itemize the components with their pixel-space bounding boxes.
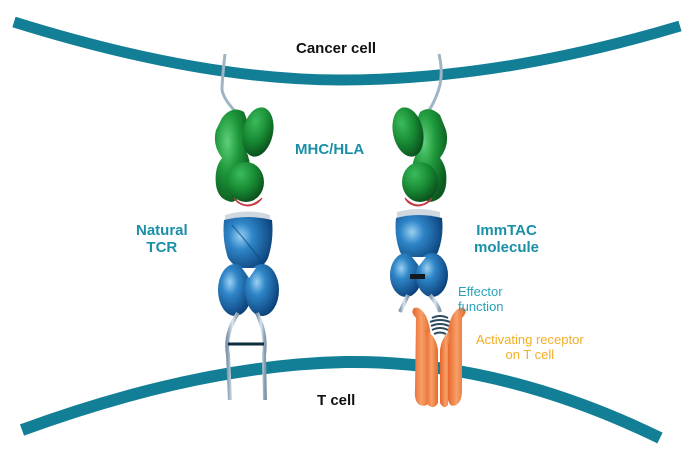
- natural-tcr-right-leg: [255, 312, 267, 401]
- immtac-right-lobe: [416, 253, 448, 297]
- immtac-gap: [412, 257, 426, 266]
- immtac-molecule: [390, 209, 451, 335]
- effector-coil: [429, 315, 451, 335]
- label-immtac: ImmTAC molecule: [474, 222, 539, 257]
- receptor-right-inner: [440, 330, 452, 408]
- label-t-cell: T cell: [317, 392, 356, 409]
- immtac-right-linker: [428, 293, 442, 313]
- right-peptide: [404, 197, 433, 207]
- activating-receptor: [412, 307, 466, 408]
- label-natural-tcr: Natural TCR: [136, 222, 188, 257]
- label-effector-function: Effector function: [458, 284, 504, 315]
- right-mhc-lower-domain: [402, 162, 438, 202]
- label-cancer-cell: Cancer cell: [296, 40, 377, 57]
- natural-tcr-left-leg: [225, 311, 240, 401]
- label-immtac-line1: ImmTAC: [476, 222, 537, 239]
- label-natural-tcr-line1: Natural: [136, 222, 188, 239]
- natural-tcr-gap: [242, 268, 256, 278]
- label-activating-receptor: Activating receptor on T cell: [476, 332, 584, 363]
- receptor-left-arm: [412, 307, 431, 406]
- label-immtac-line2: molecule: [474, 239, 540, 257]
- left-mhc-lower-domain: [228, 162, 264, 202]
- right-mhc-anchor-stalk: [426, 53, 443, 113]
- label-effector-line2: function: [458, 298, 504, 314]
- left-mhc-complex: [214, 53, 274, 207]
- right-mhc-complex: [392, 53, 448, 207]
- label-activating-line2: on T cell: [505, 346, 555, 362]
- immtac-left-stub: [398, 294, 410, 313]
- immtac-disulfide-bond: [410, 274, 425, 279]
- cancer-cell-membrane: [12, 16, 682, 86]
- receptor-right-arm: [447, 307, 466, 406]
- label-natural-tcr-line2: TCR: [146, 239, 178, 257]
- left-peptide: [233, 197, 263, 207]
- left-mhc-anchor-stalk: [220, 53, 238, 114]
- label-activating-line1: Activating receptor: [476, 332, 584, 347]
- natural-tcr-left-lobe: [218, 264, 252, 316]
- natural-tcr: [218, 211, 279, 401]
- receptor-left-inner: [425, 330, 438, 408]
- immtac-variable-region: [395, 215, 443, 264]
- immtac-left-lobe: [390, 253, 422, 297]
- right-mhc-top-domain: [392, 107, 424, 157]
- label-mhc-hla: MHC/HLA: [295, 141, 365, 158]
- label-effector-line1: Effector: [458, 284, 503, 299]
- left-mhc-top-domain: [242, 107, 274, 157]
- natural-tcr-right-lobe: [245, 264, 279, 316]
- t-cell-membrane: [19, 355, 663, 444]
